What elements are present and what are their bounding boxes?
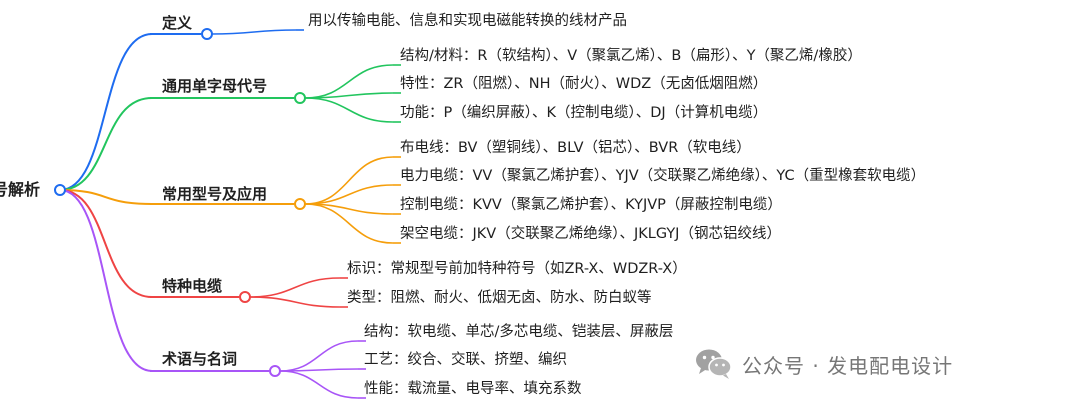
branch-node-circle <box>201 28 213 40</box>
leaf-terms-process: 工艺：绞合、交联、挤塑、编织 <box>364 352 567 368</box>
root-to-branch-link <box>59 33 153 191</box>
leaf-definition-text: 用以传输电能、信息和实现电磁能转换的线材产品 <box>308 13 627 29</box>
root-node-circle <box>54 184 66 196</box>
watermark: 公众号 · 发电配电设计 <box>694 346 953 382</box>
branch-definition-label: 定义 <box>162 14 193 32</box>
leaf-control-cable: 控制电缆：KVV（聚氯乙烯护套）、KYJVP（屏蔽控制电缆） <box>400 197 782 213</box>
branch-to-leaf-link <box>304 92 394 99</box>
leaf-characteristics: 特性：ZR（阻燃）、NH（耐火）、WDZ（无卤低烟阻燃） <box>400 76 768 92</box>
leaf-function: 功能：P（编织屏蔽）、K（控制电缆）、DJ（计算机电缆） <box>400 105 768 121</box>
watermark-text: 公众号 · 发电配电设计 <box>742 353 954 378</box>
branch-to-leaf-link <box>211 29 297 35</box>
branch-to-leaf-link <box>249 296 341 308</box>
branch-letter-codes-label: 通用单字母代号 <box>162 77 268 95</box>
root-to-branch-link <box>59 189 153 298</box>
leaf-terms-performance: 性能：载流量、电导率、填充系数 <box>364 381 582 397</box>
branch-to-leaf-link <box>249 277 341 298</box>
branch-to-leaf-link <box>304 184 394 205</box>
branch-to-leaf-link <box>304 64 394 99</box>
leaf-power-cable: 电力电缆：VV（聚氯乙烯护套）、YJV（交联聚乙烯绝缘）、YC（重型橡套软电缆） <box>400 168 926 184</box>
leaf-building-wire: 布电线：BV（塑铜线）、BLV（铝芯）、BVR（软电线） <box>400 140 751 156</box>
leaf-structure-material: 结构/材料：R（软结构）、V（聚氯乙烯）、B（扁形）、Y（聚乙烯/橡胶） <box>400 48 862 64</box>
branch-common-models-label: 常用型号及应用 <box>162 185 268 203</box>
branch-to-leaf-link <box>304 203 394 244</box>
branch-node-circle <box>294 198 306 210</box>
branch-node-circle <box>239 291 251 303</box>
branch-to-leaf-link <box>279 370 359 399</box>
leaf-special-marking: 标识：常规型号前加特种符号（如ZR-X、WDZR-X） <box>347 261 687 277</box>
root-to-branch-link <box>59 189 153 372</box>
wechat-icon <box>696 349 732 379</box>
leaf-terms-structure: 结构：软电缆、单芯/多芯电缆、铠装层、屏蔽层 <box>364 324 674 340</box>
branch-node-circle <box>269 365 281 377</box>
branch-to-leaf-link <box>304 156 394 205</box>
leaf-special-types: 类型：阻燃、耐火、低烟无卤、防水、防白蚁等 <box>347 290 652 306</box>
branch-to-leaf-link <box>304 203 394 215</box>
branch-node-circle <box>294 92 306 104</box>
root-node-label: 号解析 <box>0 180 41 199</box>
root-to-branch-link <box>59 97 153 191</box>
root-to-branch-link <box>59 189 153 205</box>
branch-to-leaf-link <box>279 340 359 372</box>
leaf-overhead-cable: 架空电缆：JKV（交联聚乙烯绝缘）、JKLGYJ（钢芯铝绞线） <box>400 226 781 242</box>
branch-special-cables-label: 特种电缆 <box>162 277 223 295</box>
branch-to-leaf-link <box>304 97 394 123</box>
branch-terms-label: 术语与名词 <box>162 350 238 368</box>
